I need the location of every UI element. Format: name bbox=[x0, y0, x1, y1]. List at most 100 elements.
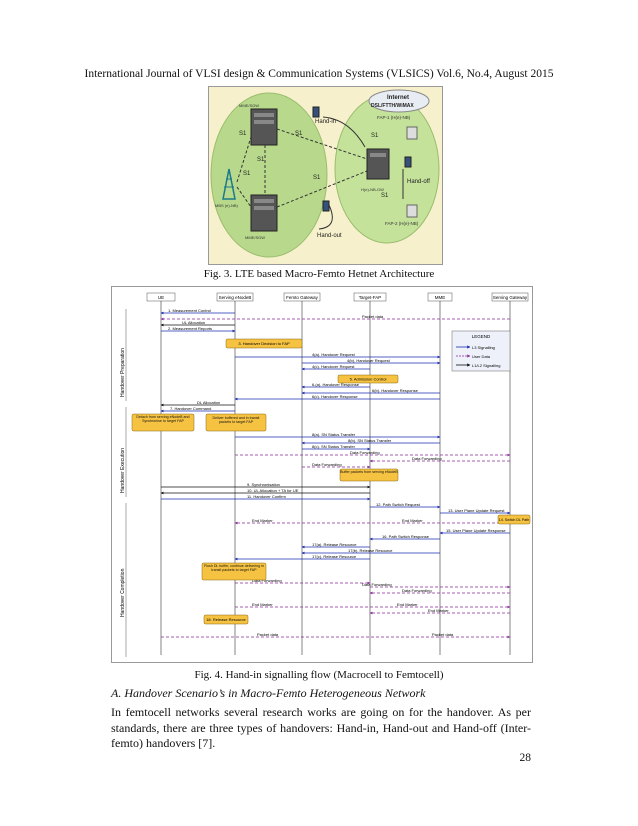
entity-ue: UE bbox=[158, 295, 164, 300]
phone-icon-1 bbox=[312, 106, 320, 118]
legend: LEGEND L3 Signalling User Data L1/L2 Sig… bbox=[451, 330, 511, 372]
fig3-figure: MME/SGW MME/SGW MBS (e)-NB) Internet DSL… bbox=[208, 86, 443, 265]
s1-label-5: S1 bbox=[313, 175, 321, 181]
fig4-caption: Fig. 4. Hand-in signalling flow (Macroce… bbox=[194, 669, 444, 681]
server-icon-1 bbox=[250, 108, 278, 146]
msg-data-forwarding-5: Data Forwarding bbox=[362, 582, 392, 587]
mme-sgw-label-2: MME/SGW bbox=[245, 235, 265, 240]
backhaul-label: DSL/FTTH/WiMAX bbox=[371, 103, 414, 109]
phone-icon-3 bbox=[322, 200, 330, 212]
msg-8b: 8(b). SN Status Transfer bbox=[348, 438, 392, 443]
entity-serving-gateway: Serving Gateway bbox=[493, 295, 528, 300]
msg-4b: 4(b). Handover Request bbox=[347, 358, 391, 363]
box-14: 14. Switch DL Path bbox=[499, 518, 529, 522]
legend-user-data: User Data bbox=[472, 354, 491, 359]
mme-sgw-label-1: MME/SGW bbox=[239, 103, 259, 108]
femto-gateway-icon bbox=[366, 148, 390, 180]
entity-headers: UE Serving eNodeB Femto Gateway Target-F… bbox=[146, 292, 529, 302]
phase-completion: Handover Completion bbox=[120, 568, 126, 617]
msg-data-forwarding-6: Data Forwarding bbox=[402, 588, 432, 593]
msg-end-marker-1: End Marker bbox=[252, 518, 273, 523]
phase-preparation: Handover Preparation bbox=[120, 348, 126, 397]
journal-header: International Journal of VLSI design & C… bbox=[84, 68, 554, 80]
msg-6b: 6(b). Handover Response bbox=[372, 388, 419, 393]
message-arrows: 1. Measurement Control Packet data UL Al… bbox=[160, 308, 511, 639]
process-boxes: 3. Handover Decision to FAP 5. Admission… bbox=[131, 338, 531, 625]
msg-data-forwarding-3: Data Forwarding bbox=[312, 462, 342, 467]
msg-end-marker-3: End Marker bbox=[252, 602, 273, 607]
hand-out-label: Hand-out bbox=[317, 233, 342, 239]
body-paragraph: In femtocell networks several research w… bbox=[111, 705, 531, 750]
macro-cell-coverage bbox=[210, 92, 328, 258]
fig4-figure: UE Serving eNodeB Femto Gateway Target-F… bbox=[111, 286, 533, 663]
msg-6a: 6.(a). Handover Response bbox=[312, 382, 360, 387]
entity-serving-enodeb: Serving eNodeB bbox=[219, 295, 252, 300]
msg-11: 11. Handover Confirm bbox=[247, 494, 287, 499]
msg-12: 12. Path Switch Request bbox=[376, 502, 421, 507]
s1-label-6: S1 bbox=[371, 133, 379, 139]
box-deliver: Deliver buffered and in transit packets … bbox=[212, 416, 260, 425]
msg-end-marker-4: End Marker bbox=[397, 602, 418, 607]
msg-8c: 8(c). SN Status Transfer bbox=[312, 444, 356, 449]
mbs-label: MBS (e)-NB) bbox=[215, 203, 239, 208]
entity-target-fap: Target-FAP bbox=[359, 295, 382, 300]
msg-10: 10. UL Allocation + TA for UE bbox=[247, 488, 299, 493]
msg-2: 2. Measurement Reports bbox=[168, 326, 212, 331]
entity-femto-gateway: Femto Gateway bbox=[286, 295, 319, 300]
fap2-icon bbox=[406, 204, 418, 218]
msg-17c: 17(c). Release Resource bbox=[312, 554, 357, 559]
box-3: 3. Handover Decision to FAP bbox=[238, 341, 290, 346]
msg-4a: 4(a). Handover Request bbox=[312, 352, 356, 357]
msg-packet-data-2: Packet data bbox=[257, 632, 279, 637]
phase-labels: Handover Preparation Handover Execution … bbox=[120, 309, 127, 657]
msg-data-forwarding-2: Data Forwarding bbox=[412, 456, 442, 461]
s1-links bbox=[236, 128, 368, 208]
legend-title: LEGEND bbox=[472, 334, 491, 339]
cell-tower-icon bbox=[222, 168, 236, 200]
hand-in-label: Hand-in bbox=[315, 119, 336, 125]
box-18: 18. Release Resource bbox=[206, 617, 246, 622]
msg-17b: 17(b). Release Resource bbox=[348, 548, 393, 553]
internet-label: Internet bbox=[387, 95, 409, 101]
phase-execution: Handover Execution bbox=[120, 448, 126, 493]
msg-end-marker-2: End Marker bbox=[402, 518, 423, 523]
msg-9: 9. Synchronisation bbox=[247, 482, 280, 487]
msg-8a: 8(a). SN Status Transfer bbox=[312, 432, 356, 437]
msg-13: 13. User Plane Update Request bbox=[448, 508, 505, 513]
s1-label-7: S1 bbox=[381, 193, 389, 199]
entity-mme: MME bbox=[435, 295, 446, 300]
s1-label-4: S1 bbox=[243, 171, 251, 177]
msg-1: 1. Measurement Control bbox=[168, 308, 211, 313]
msg-6c: 6(c). Handover Response bbox=[312, 394, 358, 399]
handover-arrows bbox=[318, 116, 404, 230]
phone-icon-2 bbox=[404, 156, 412, 168]
fap2-label: FAP-2 (H(e)-NB) bbox=[385, 221, 419, 226]
internet-cloud-icon bbox=[368, 89, 430, 113]
msg-4c: 4(c). Handover Request bbox=[312, 364, 355, 369]
s1-label-3: S1 bbox=[257, 157, 265, 163]
fap1-label: FAP-1 (H(e)-NB) bbox=[377, 115, 411, 120]
box-detach: Detach from serving eNodeB and Synchroni… bbox=[136, 415, 190, 424]
fap1-icon bbox=[406, 126, 418, 140]
legend-l3: L3 Signalling bbox=[472, 345, 495, 350]
server-icon-2 bbox=[250, 194, 278, 232]
s1-label-1: S1 bbox=[239, 131, 247, 137]
hand-off-label: Hand-off bbox=[407, 179, 430, 185]
box-5: 5. Admission Control bbox=[350, 377, 387, 382]
msg-ul-allocation: UL Allocation bbox=[182, 320, 205, 325]
fig4-sequence-diagram: UE Serving eNodeB Femto Gateway Target-F… bbox=[120, 292, 531, 657]
legend-l1l2: L1/L2 Signalling bbox=[472, 363, 500, 368]
msg-packet-data-3: Packet data bbox=[432, 632, 454, 637]
hnb-gw-label: H(e)-NB-GW bbox=[361, 187, 384, 192]
msg-data-forwarding-4: Data Forwarding bbox=[252, 578, 282, 583]
msg-dl-allocation: DL Allocation bbox=[197, 400, 220, 405]
msg-data-forwarding-1: Data Forwarding bbox=[350, 450, 380, 455]
msg-16: 16. Path Switch Response bbox=[382, 534, 430, 539]
msg-17a: 17(a). Release Resource bbox=[312, 542, 357, 547]
page-number: 28 bbox=[519, 752, 532, 764]
fig3-diagram: MME/SGW MME/SGW MBS (e)-NB) Internet DSL… bbox=[210, 89, 440, 258]
msg-7: 7. Handover Command bbox=[170, 406, 211, 411]
box-flush: Flush DL buffer, continue delivering in … bbox=[204, 564, 264, 573]
section-heading: A. Handover Scenario’s in Macro-Femto He… bbox=[111, 686, 426, 700]
fig3-caption: Fig. 3. LTE based Macro-Femto Hetnet Arc… bbox=[203, 268, 435, 280]
